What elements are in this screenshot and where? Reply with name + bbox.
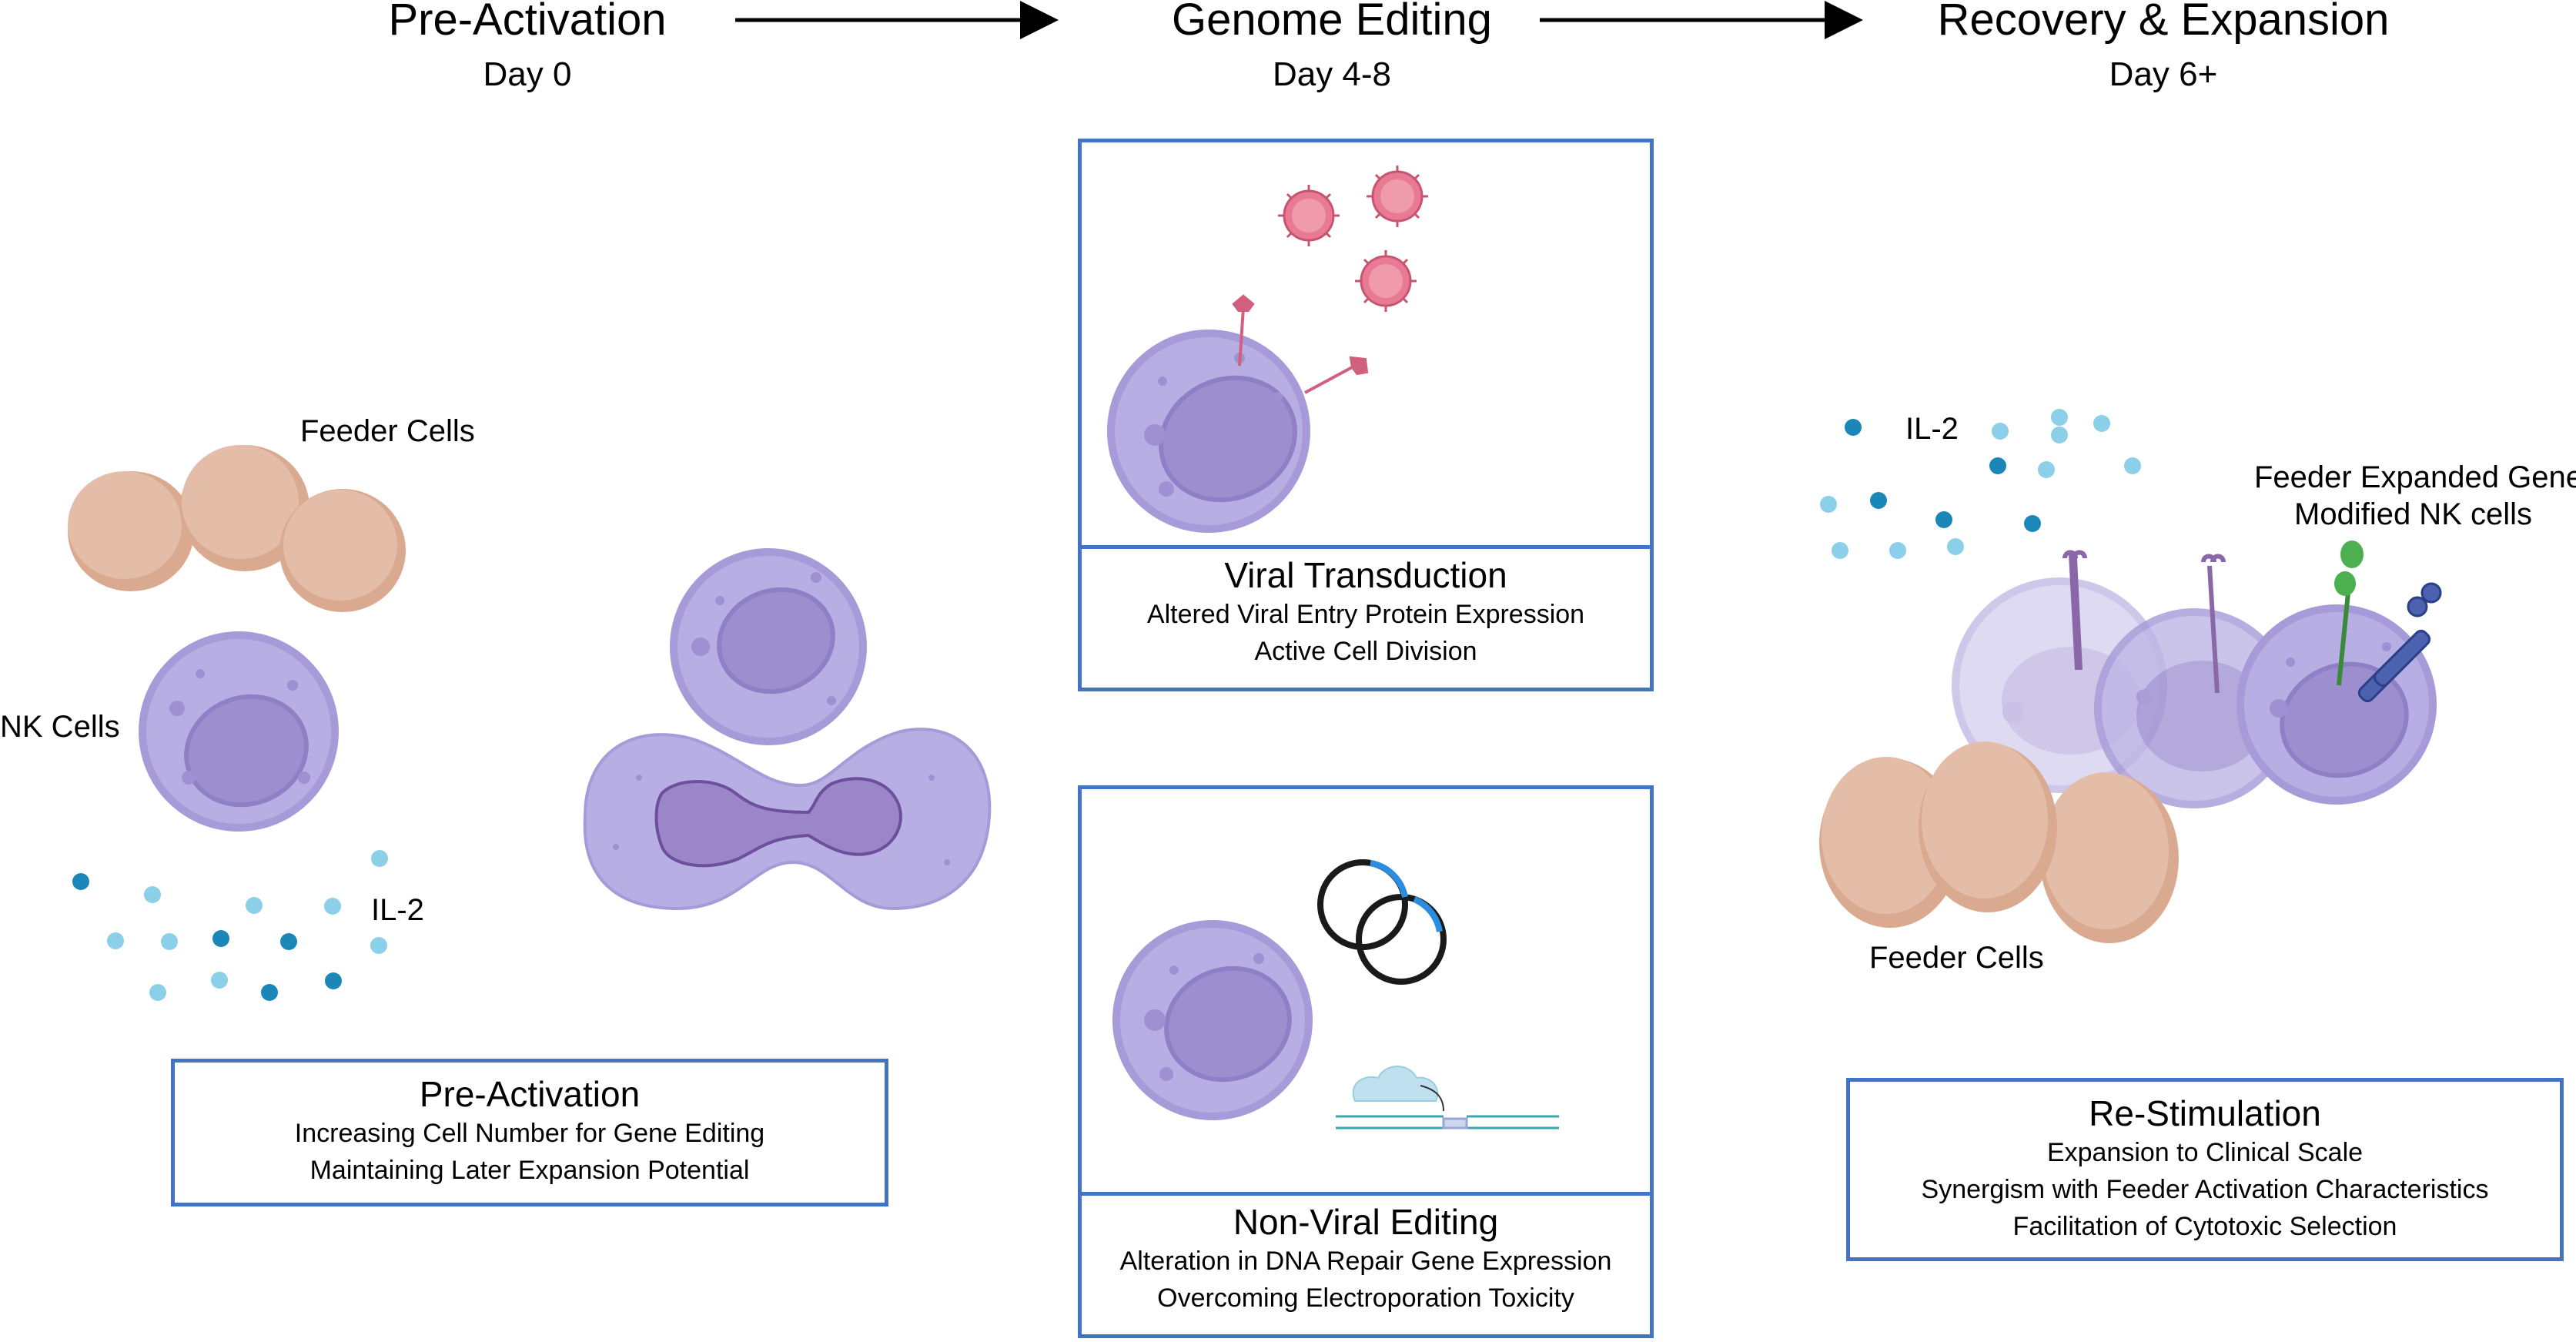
virus-icon	[1278, 185, 1340, 246]
stage-title-recovery-expansion: Recovery & Expansion	[1937, 0, 2390, 45]
dna-icon	[1336, 1115, 1559, 1129]
virus-icon	[1355, 250, 1417, 312]
car-construct-icon	[2357, 582, 2442, 703]
nk-cell-icon	[670, 548, 867, 745]
left-panel-illustration	[68, 445, 992, 1001]
non-viral-editing-box: Non-Viral Editing Alteration in DNA Repa…	[1078, 785, 1654, 1338]
nk-cell-icon	[1107, 330, 1310, 533]
pre-activation-box-line: Maintaining Later Expansion Potential	[309, 1156, 750, 1185]
plasmid-icon	[1317, 859, 1447, 985]
stage-day-pre-activation: Day 0	[483, 55, 572, 93]
viral-transduction-box: Viral Transduction Altered Viral Entry P…	[1078, 139, 1654, 691]
arrows	[735, 1, 1863, 39]
re-stimulation-box-line: Expansion to Clinical Scale	[2046, 1138, 2364, 1167]
modified-nk-label-line1: Feeder Expanded Gene	[2254, 460, 2576, 494]
nk-cells-label: NK Cells	[0, 710, 120, 744]
viral-transduction-line: Active Cell Division	[1254, 637, 1477, 666]
viral-box-divider	[1082, 545, 1650, 549]
modified-nk-label-line2: Modified NK cells	[2294, 497, 2533, 531]
il2-molecules	[1820, 409, 2141, 559]
virus-icon	[1367, 166, 1428, 227]
pre-activation-box: Pre-Activation Increasing Cell Number fo…	[171, 1059, 888, 1206]
viral-transduction-title: Viral Transduction	[1224, 555, 1507, 595]
nk-cell-icon	[139, 631, 339, 832]
receptor-icon	[2062, 550, 2226, 694]
nk-cell-icon	[2236, 604, 2437, 805]
stage-title-pre-activation: Pre-Activation	[388, 0, 667, 45]
feeder-cell-icon	[1919, 741, 2057, 912]
nonviral-illustration	[1112, 859, 1559, 1129]
pre-activation-box-line: Increasing Cell Number for Gene Editing	[294, 1119, 765, 1148]
re-stimulation-box: Re-Stimulation Expansion to Clinical Sca…	[1846, 1078, 2564, 1261]
feeder-cell-icon	[68, 471, 194, 591]
viral-transduction-line: Altered Viral Entry Protein Expression	[1146, 600, 1585, 629]
cas-protein-icon	[1352, 1066, 1439, 1102]
feeder-cells-label: Feeder Cells	[300, 414, 475, 448]
feeder-cell-icon	[2040, 772, 2179, 943]
re-stimulation-box-title: Re-Stimulation	[2089, 1093, 2321, 1133]
il2-label-left: IL-2	[371, 893, 424, 927]
right-panel-illustration	[1819, 409, 2442, 943]
stage-day-genome-editing: Day 4-8	[1272, 55, 1392, 93]
il2-label-right: IL-2	[1905, 412, 1959, 446]
non-viral-editing-title: Non-Viral Editing	[1233, 1202, 1499, 1242]
feeder-cells-label-right: Feeder Cells	[1869, 941, 2044, 975]
viral-illustration	[1107, 166, 1428, 533]
feeder-cell-icon	[279, 489, 406, 612]
nonviral-box-divider	[1082, 1192, 1650, 1196]
non-viral-editing-line: Alteration in DNA Repair Gene Expression	[1119, 1247, 1612, 1276]
receptor-icon	[2334, 540, 2364, 686]
il2-molecules	[72, 850, 388, 1001]
stage-title-genome-editing: Genome Editing	[1172, 0, 1492, 45]
re-stimulation-box-line: Synergism with Feeder Activation Charact…	[1921, 1175, 2489, 1204]
nk-cell-icon	[2094, 608, 2294, 808]
dividing-cell-icon	[583, 728, 992, 911]
feeder-cell-icon	[180, 445, 309, 571]
stage-day-recovery-expansion: Day 6+	[2109, 55, 2218, 93]
re-stimulation-box-line: Facilitation of Cytotoxic Selection	[2012, 1212, 2397, 1241]
nk-cell-icon	[1112, 920, 1313, 1120]
pre-activation-box-title: Pre-Activation	[419, 1074, 641, 1114]
non-viral-editing-line: Overcoming Electroporation Toxicity	[1157, 1283, 1574, 1313]
receptor-icon	[1232, 294, 1369, 394]
